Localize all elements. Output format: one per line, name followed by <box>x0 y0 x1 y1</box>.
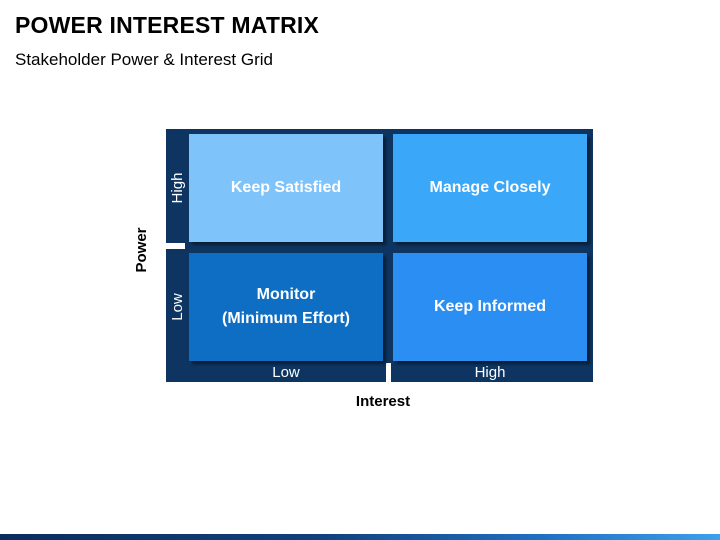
cell-keep-satisfied: Keep Satisfied <box>189 134 383 242</box>
cell-label: Keep Satisfied <box>230 179 342 196</box>
cell-keep-informed: Keep Informed <box>393 253 587 361</box>
cell-label: Manage Closely <box>429 179 551 196</box>
x-tick-low: Low <box>272 364 300 381</box>
x-tick-high: High <box>474 364 506 381</box>
page-subtitle: Stakeholder Power & Interest Grid <box>15 50 273 69</box>
cell-label: Keep Informed <box>433 298 546 315</box>
y-axis-separator <box>166 243 185 249</box>
cell-manage-closely: Manage Closely <box>393 134 587 242</box>
y-tick-low: Low <box>169 293 186 321</box>
x-axis-separator <box>386 363 391 382</box>
x-axis-label: Interest <box>355 393 411 410</box>
footer-bar <box>0 534 720 540</box>
y-tick-high: High <box>169 172 186 204</box>
page-title: POWER INTEREST MATRIX <box>15 12 320 38</box>
cell-monitor: Monitor (Minimum Effort) <box>189 253 383 361</box>
y-axis-label: Power <box>133 227 150 273</box>
cell-label: Monitor (Minimum Effort) <box>222 286 350 327</box>
